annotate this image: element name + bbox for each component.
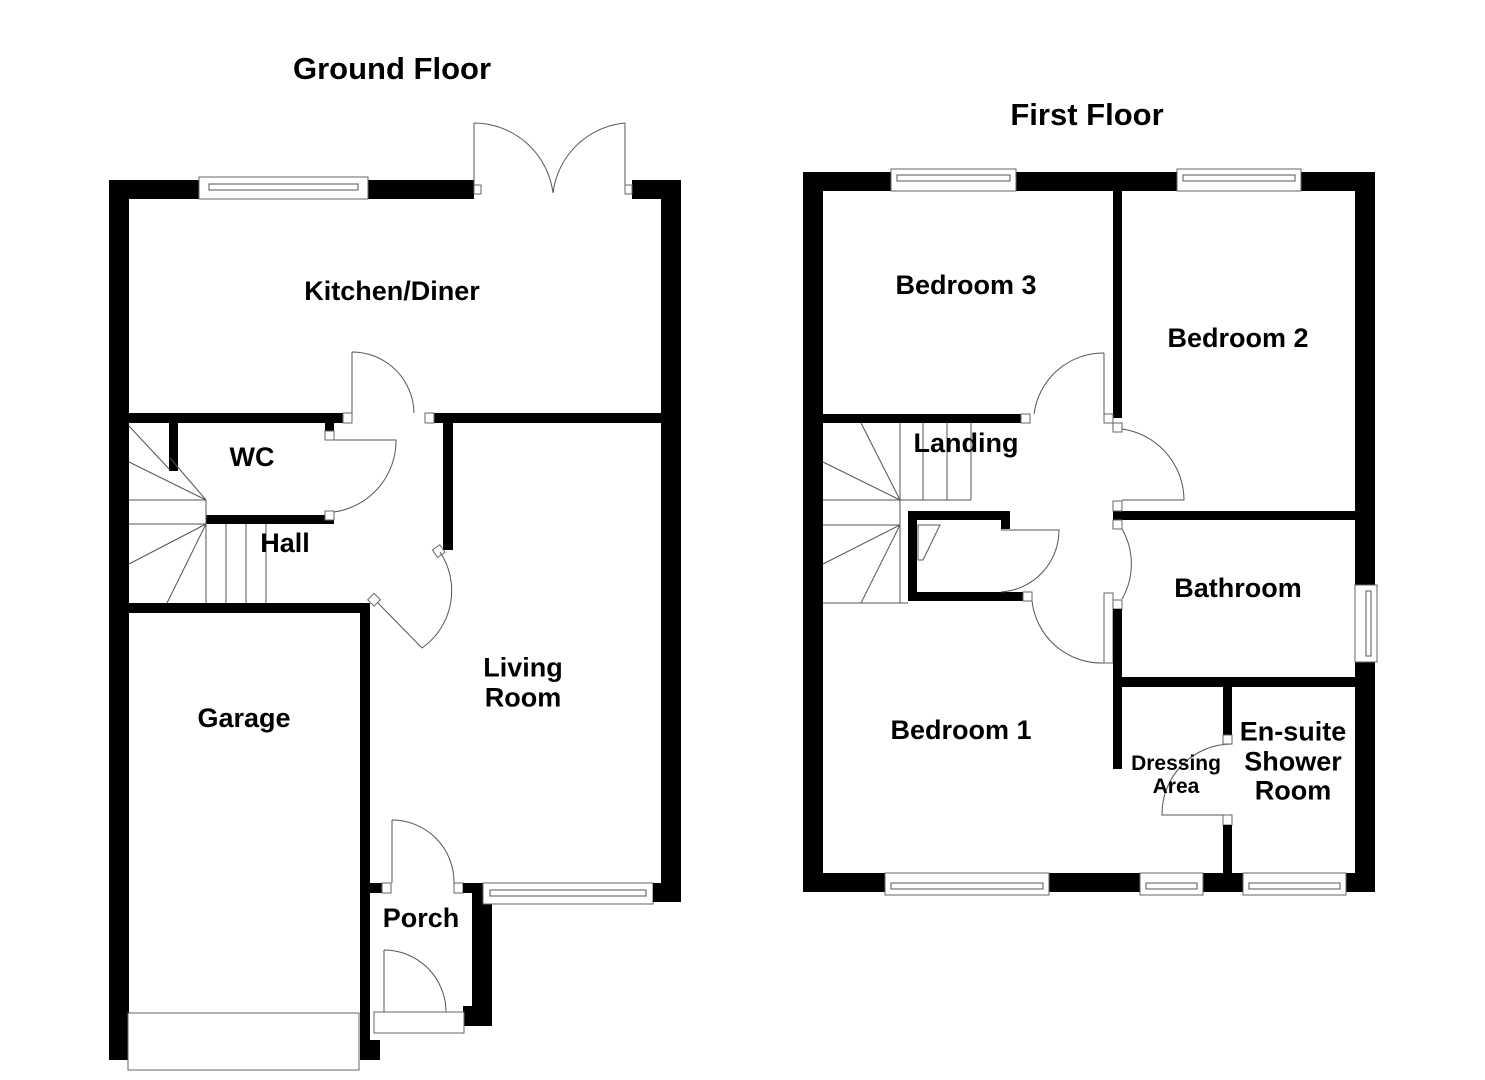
room-label-en-suite-shower-room: En-suite Shower Room bbox=[1240, 717, 1347, 806]
room-label-kitchen-diner: Kitchen/Diner bbox=[304, 276, 480, 307]
living-room-line2: Room bbox=[484, 682, 562, 712]
ground-floor-title: Ground Floor bbox=[292, 50, 492, 86]
dressing-area-line2: Area bbox=[1152, 775, 1200, 798]
room-label-bedroom-1: Bedroom 1 bbox=[890, 715, 1032, 746]
room-label-dressing-area: Dressing Area bbox=[1131, 752, 1221, 798]
room-label-garage: Garage bbox=[197, 703, 291, 734]
room-label-bedroom-3: Bedroom 3 bbox=[895, 270, 1037, 301]
room-label-bedroom-2: Bedroom 2 bbox=[1167, 323, 1309, 354]
first-floor-title: First Floor bbox=[1010, 96, 1164, 132]
en-suite-line1: En-suite bbox=[1239, 716, 1347, 747]
en-suite-line2: Shower bbox=[1244, 746, 1342, 777]
room-label-landing: Landing bbox=[913, 428, 1019, 459]
room-label-living-room: Living Room bbox=[483, 653, 563, 712]
room-label-wc: WC bbox=[229, 442, 275, 473]
room-label-porch: Porch bbox=[382, 903, 460, 934]
room-label-bathroom: Bathroom bbox=[1174, 573, 1302, 604]
en-suite-line3: Room bbox=[1254, 775, 1332, 806]
ground-floor-plan bbox=[109, 122, 681, 1071]
dressing-area-line1: Dressing bbox=[1131, 751, 1221, 775]
room-label-hall: Hall bbox=[260, 528, 310, 559]
living-room-line1: Living bbox=[483, 652, 563, 683]
first-floor-plan bbox=[803, 168, 1378, 896]
